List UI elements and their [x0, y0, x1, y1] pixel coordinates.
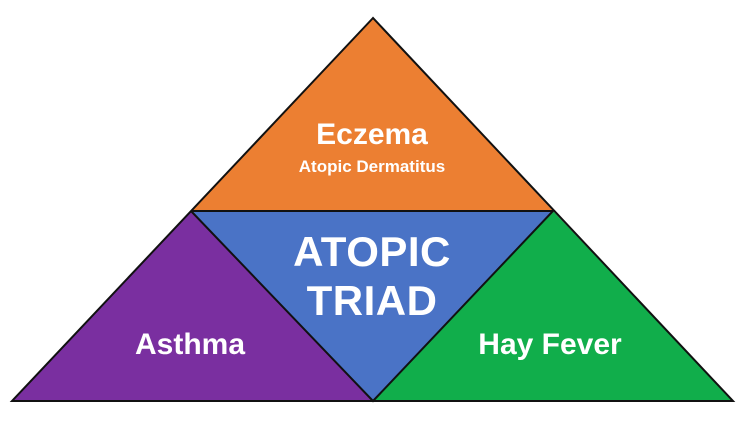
- triad-label: TRIAD: [306, 277, 438, 324]
- asthma-triangle: [12, 211, 373, 401]
- asthma-label: Asthma: [134, 328, 246, 361]
- eczema-subtitle: Atopic Dermatitus: [298, 157, 446, 176]
- eczema-triangle: [191, 18, 553, 211]
- eczema-label: Eczema: [316, 118, 428, 151]
- hay-fever-triangle: [373, 211, 733, 401]
- atopic-triad-triangle: [191, 211, 553, 401]
- hay-fever-label: Hay Fever: [478, 328, 622, 361]
- inner-triangle-outline: [190, 210, 556, 403]
- atopic-label: ATOPIC: [293, 228, 451, 275]
